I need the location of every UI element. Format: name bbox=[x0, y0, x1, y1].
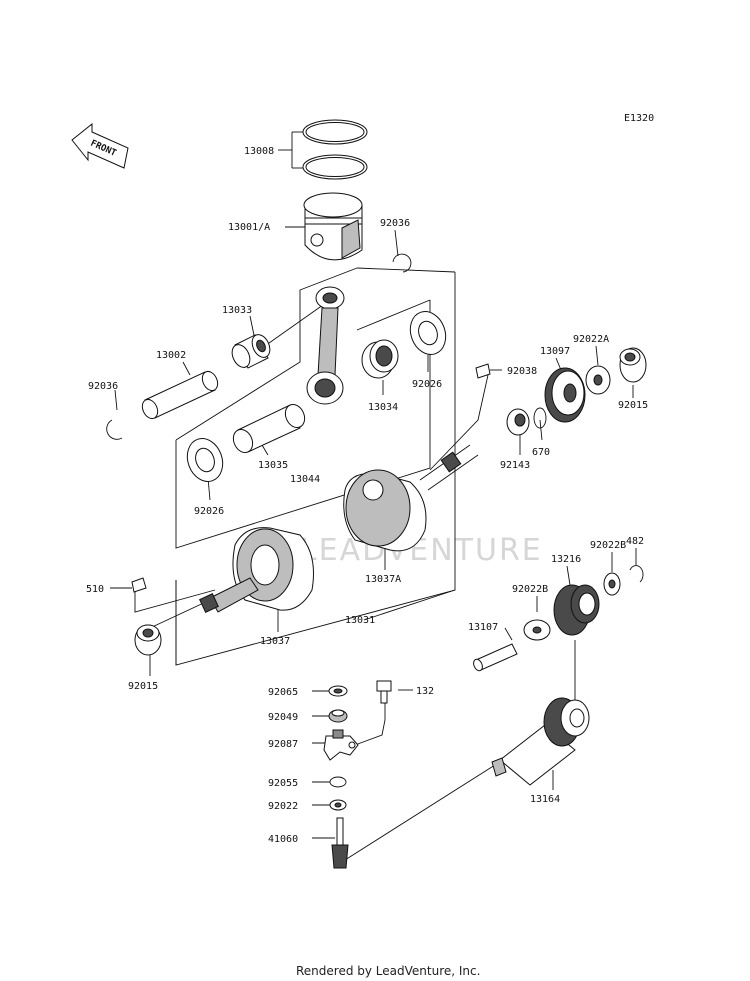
footer-credit: Rendered by LeadVenture, Inc. bbox=[296, 964, 480, 978]
needle-bearing-icon[interactable] bbox=[229, 332, 274, 371]
nut-icon[interactable] bbox=[134, 624, 162, 656]
part-label-510[interactable]: 510 bbox=[86, 584, 104, 595]
oil-pump-shaft-icon[interactable] bbox=[491, 697, 590, 786]
front-arrow-icon: FRONT bbox=[71, 122, 129, 169]
part-label-13216[interactable]: 13216 bbox=[551, 554, 581, 565]
washer-icon[interactable] bbox=[329, 799, 347, 811]
part-label-482[interactable]: 482 bbox=[626, 536, 644, 547]
needle-bearing-icon[interactable] bbox=[361, 339, 399, 379]
circlip-icon[interactable] bbox=[533, 407, 547, 429]
part-label-13033[interactable]: 13033 bbox=[222, 305, 252, 316]
circlip-icon[interactable] bbox=[392, 253, 412, 273]
woodruff-key-icon[interactable] bbox=[475, 363, 491, 379]
woodruff-key-icon[interactable] bbox=[131, 577, 147, 593]
oil-seal-icon[interactable] bbox=[328, 685, 348, 697]
part-label-92036b[interactable]: 92036 bbox=[88, 381, 118, 392]
o-ring-icon[interactable] bbox=[329, 776, 347, 788]
bolt-icon[interactable] bbox=[376, 680, 392, 704]
part-label-92055[interactable]: 92055 bbox=[268, 778, 298, 789]
piston-pin-icon[interactable] bbox=[139, 369, 220, 421]
piston-icon[interactable] bbox=[303, 192, 363, 261]
part-label-92026b[interactable]: 92026 bbox=[194, 506, 224, 517]
thrust-washer-icon[interactable] bbox=[182, 434, 229, 487]
connecting-rod-icon[interactable] bbox=[306, 286, 345, 405]
diagram-code: E1320 bbox=[624, 113, 654, 124]
part-label-92087[interactable]: 92087 bbox=[268, 739, 298, 750]
gear-icon[interactable] bbox=[553, 584, 600, 636]
part-label-13164[interactable]: 13164 bbox=[530, 794, 560, 805]
part-label-13037[interactable]: 13037 bbox=[260, 636, 290, 647]
part-label-92022a[interactable]: 92022A bbox=[573, 334, 609, 345]
part-label-92036a[interactable]: 92036 bbox=[380, 218, 410, 229]
circlip-icon[interactable] bbox=[629, 565, 644, 583]
part-label-92015b[interactable]: 92015 bbox=[128, 681, 158, 692]
part-label-92065[interactable]: 92065 bbox=[268, 687, 298, 698]
shaft-icon[interactable] bbox=[472, 643, 518, 672]
part-label-92022b2[interactable]: 92022B bbox=[512, 584, 548, 595]
watermark: LEADVENTURE bbox=[300, 533, 543, 568]
part-label-92015a[interactable]: 92015 bbox=[618, 400, 648, 411]
circlip-icon[interactable] bbox=[106, 419, 123, 440]
part-label-13001a[interactable]: 13001/A bbox=[228, 222, 270, 233]
part-label-13035[interactable]: 13035 bbox=[258, 460, 288, 471]
crankshaft-half-right-icon[interactable] bbox=[343, 444, 479, 552]
part-label-13044[interactable]: 13044 bbox=[290, 474, 320, 485]
drive-shaft-icon[interactable] bbox=[331, 817, 349, 869]
part-label-92038[interactable]: 92038 bbox=[507, 366, 537, 377]
part-label-92026a[interactable]: 92026 bbox=[412, 379, 442, 390]
piston-ring-icon[interactable] bbox=[302, 119, 368, 180]
part-label-132[interactable]: 132 bbox=[416, 686, 434, 697]
part-label-670[interactable]: 670 bbox=[532, 447, 550, 458]
washer-icon[interactable] bbox=[585, 365, 611, 395]
oil-seal-icon[interactable] bbox=[506, 408, 530, 436]
assembly-lines bbox=[110, 131, 637, 861]
nut-icon[interactable] bbox=[619, 347, 647, 383]
crank-pin-icon[interactable] bbox=[230, 401, 308, 455]
part-label-92143[interactable]: 92143 bbox=[500, 460, 530, 471]
part-label-13034[interactable]: 13034 bbox=[368, 402, 398, 413]
washer-icon[interactable] bbox=[523, 619, 551, 641]
part-label-13097[interactable]: 13097 bbox=[540, 346, 570, 357]
bracket-icon[interactable] bbox=[323, 729, 359, 761]
part-label-13008[interactable]: 13008 bbox=[244, 146, 274, 157]
part-label-13031[interactable]: 13031 bbox=[345, 615, 375, 626]
thrust-washer-icon[interactable] bbox=[405, 307, 452, 360]
part-label-13107[interactable]: 13107 bbox=[468, 622, 498, 633]
part-label-92049[interactable]: 92049 bbox=[268, 712, 298, 723]
part-label-92022[interactable]: 92022 bbox=[268, 801, 298, 812]
gear-icon[interactable] bbox=[544, 367, 586, 423]
part-labels: 13008 13001/A 92036 13033 13002 92036 13034 920… bbox=[86, 146, 648, 845]
crankshaft-half-left-icon[interactable] bbox=[199, 527, 314, 613]
part-label-13002[interactable]: 13002 bbox=[156, 350, 186, 361]
part-label-13037a[interactable]: 13037A bbox=[365, 574, 401, 585]
part-label-92022b1[interactable]: 92022B bbox=[590, 540, 626, 551]
bushing-icon[interactable] bbox=[328, 709, 348, 723]
part-label-41060[interactable]: 41060 bbox=[268, 834, 298, 845]
washer-icon[interactable] bbox=[603, 572, 621, 596]
